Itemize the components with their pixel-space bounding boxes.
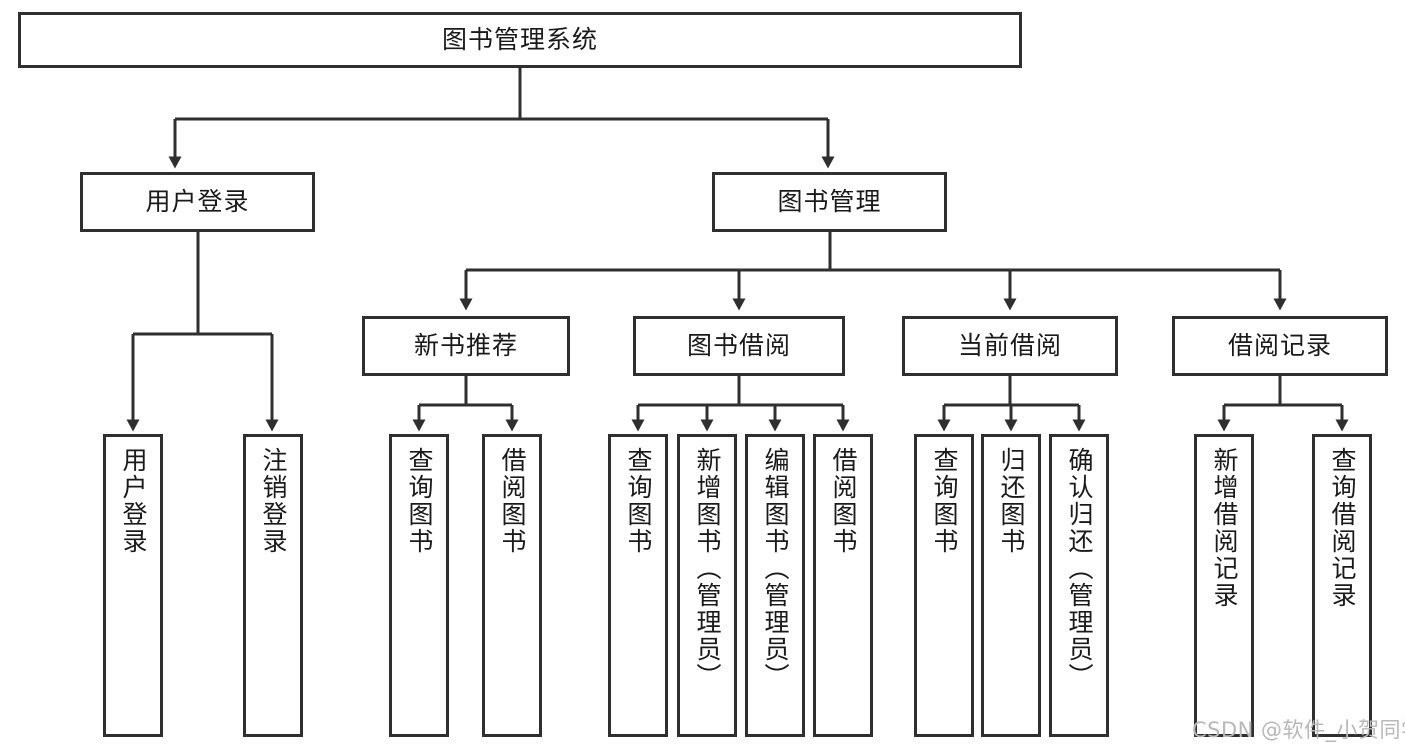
leaf-label: 注销登录	[259, 447, 288, 555]
leaf-label: 编辑图书（管理员）	[761, 447, 790, 690]
node-new-book-recommend-label: 新书推荐	[413, 331, 518, 361]
leaf-current-borrow-return[interactable]: 归还图书	[981, 434, 1041, 737]
node-book-borrow-label: 图书借阅	[686, 331, 791, 361]
leaf-book-borrow-query[interactable]: 查询图书	[608, 434, 668, 737]
leaf-label: 查询图书	[930, 447, 959, 555]
leaf-book-borrow-add[interactable]: 新增图书（管理员）	[677, 434, 737, 737]
leaf-label: 查询图书	[624, 447, 653, 555]
leaf-label: 确认归还（管理员）	[1065, 447, 1094, 690]
node-new-book-recommend[interactable]: 新书推荐	[362, 316, 570, 376]
leaf-label: 新增图书（管理员）	[693, 447, 722, 690]
node-borrow-records-label: 借阅记录	[1227, 331, 1332, 361]
leaf-current-borrow-confirm[interactable]: 确认归还（管理员）	[1049, 434, 1109, 737]
leaf-borrow-records-query[interactable]: 查询借阅记录	[1312, 434, 1372, 737]
node-root[interactable]: 图书管理系统	[18, 12, 1022, 68]
leaf-label: 借阅图书	[498, 447, 527, 555]
node-borrow-records[interactable]: 借阅记录	[1172, 316, 1388, 376]
node-book-management-label: 图书管理	[777, 187, 882, 217]
leaf-book-borrow-edit[interactable]: 编辑图书（管理员）	[745, 434, 805, 737]
leaf-label: 新增借阅记录	[1210, 447, 1239, 609]
leaf-user-login-login[interactable]: 用户登录	[103, 434, 163, 737]
leaf-label: 查询图书	[405, 447, 434, 555]
node-book-borrow[interactable]: 图书借阅	[633, 316, 845, 376]
node-current-borrow-label: 当前借阅	[957, 331, 1062, 361]
leaf-user-login-logout[interactable]: 注销登录	[243, 434, 303, 737]
node-user-login-label: 用户登录	[145, 187, 250, 217]
leaf-book-borrow-borrow[interactable]: 借阅图书	[813, 434, 873, 737]
leaf-current-borrow-query[interactable]: 查询图书	[914, 434, 974, 737]
leaf-label: 查询借阅记录	[1328, 447, 1357, 609]
leaf-label: 归还图书	[997, 447, 1026, 555]
csdn-watermark: CSDN @软件_小贺同学	[1192, 718, 1405, 742]
node-book-management[interactable]: 图书管理	[712, 172, 947, 232]
node-root-label: 图书管理系统	[441, 25, 598, 55]
leaf-label: 用户登录	[119, 447, 148, 555]
leaf-new-book-borrow[interactable]: 借阅图书	[482, 434, 542, 737]
leaf-new-book-query[interactable]: 查询图书	[389, 434, 449, 737]
node-user-login[interactable]: 用户登录	[80, 172, 315, 232]
leaf-label: 借阅图书	[829, 447, 858, 555]
leaf-borrow-records-add[interactable]: 新增借阅记录	[1194, 434, 1254, 737]
node-current-borrow[interactable]: 当前借阅	[902, 316, 1118, 376]
